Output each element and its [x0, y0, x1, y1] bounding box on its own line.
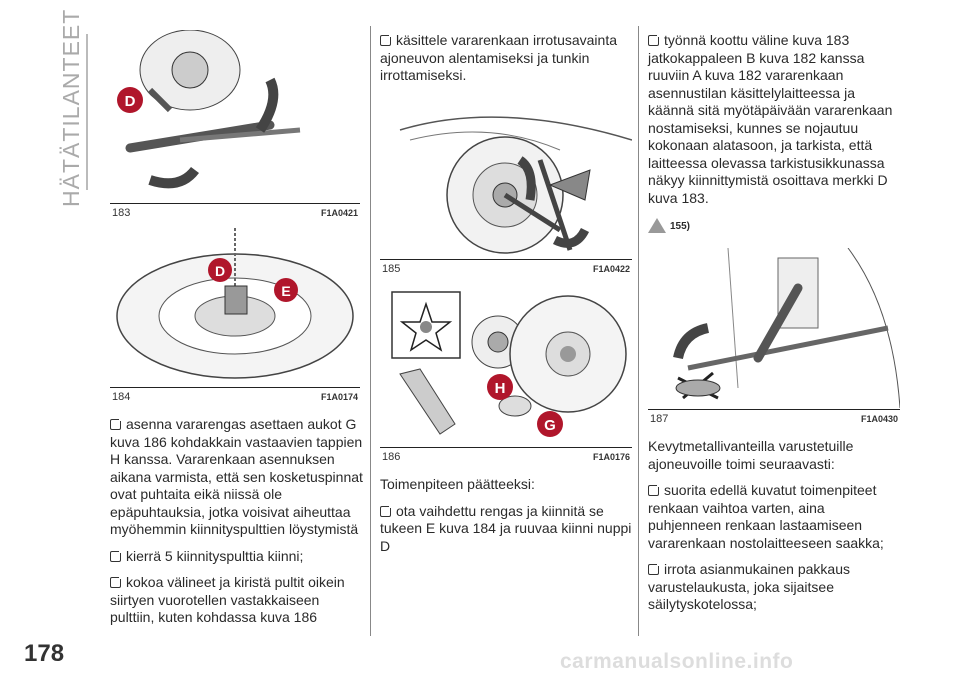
col2-paragraph-2: ota vaihdettu rengas ja kiinnitä se tuke…	[380, 502, 632, 554]
figure-caption: 184 F1A0174	[110, 387, 360, 406]
bullet-icon	[380, 503, 393, 517]
figure-186: H G 186 F1A0176	[380, 284, 632, 466]
figure-184-label-d: D	[215, 263, 225, 279]
col1-paragraph-1: asenna vararengas asettaen aukot G kuva …	[110, 416, 363, 537]
warning-icon	[648, 217, 666, 233]
figure-185: 185 F1A0422	[380, 100, 632, 278]
figure-code: F1A0174	[320, 392, 358, 402]
page-number: 178	[24, 640, 65, 667]
column-3-text-top: työnnä koottu väline kuva 183 jatkokappa…	[648, 32, 900, 245]
figure-184: D E 184 F1A0174	[110, 228, 360, 406]
section-title: HÄTÄTILANTEET	[58, 8, 84, 207]
figure-number: 184	[112, 391, 131, 403]
section-tab: HÄTÄTILANTEET	[56, 8, 86, 220]
figure-caption: 186 F1A0176	[380, 447, 632, 466]
column-divider	[638, 26, 639, 636]
column-1-text: asenna vararengas asettaen aukot G kuva …	[110, 416, 364, 636]
section-rule	[86, 34, 88, 190]
figure-code: F1A0176	[592, 452, 630, 462]
figure-183-illustration: D	[110, 30, 360, 202]
col3-paragraph-1: työnnä koottu väline kuva 183 jatkokappa…	[648, 32, 893, 206]
figure-185-illustration	[399, 116, 632, 254]
figure-183-label-d: D	[125, 93, 136, 110]
figure-187-illustration	[673, 248, 900, 408]
figure-number: 183	[112, 207, 131, 219]
warning-reference: 155)	[670, 221, 691, 232]
figure-number: 187	[650, 413, 669, 425]
figure-code: F1A0421	[320, 208, 358, 218]
figure-caption: 187 F1A0430	[648, 409, 900, 428]
bullet-icon	[648, 562, 661, 575]
figure-code: F1A0430	[860, 414, 898, 424]
figure-183: D 183 F1A0421	[110, 30, 360, 222]
watermark: carmanualsonline.info	[560, 650, 794, 673]
bullet-icon	[648, 33, 661, 46]
col2-heading: Toimenpiteen päätteeksi:	[380, 476, 535, 492]
figure-186-label-h: H	[495, 380, 506, 397]
figure-186-label-g: G	[544, 417, 556, 434]
figure-184-illustration: D E	[116, 228, 354, 379]
col1-paragraph-2: kierrä 5 kiinnityspulttia kiinni;	[126, 547, 304, 564]
figure-number: 185	[382, 263, 401, 275]
column-2-text-bottom: Toimenpiteen päätteeksi: ota vaihdettu r…	[380, 476, 632, 564]
bullet-icon	[110, 548, 123, 562]
figure-186-illustration: H G	[391, 291, 627, 437]
col1-paragraph-3: kokoa välineet ja kiristä pultit oikein …	[110, 574, 345, 625]
figure-caption: 185 F1A0422	[380, 259, 632, 278]
column-2-text-top: käsittele vararenkaan irrotusavainta ajo…	[380, 32, 632, 94]
figure-187: 187 F1A0430	[648, 248, 900, 428]
bullet-icon	[648, 483, 661, 496]
col3-paragraph-3: suorita edellä kuvatut toimenpiteet renk…	[648, 482, 884, 551]
bullet-icon	[380, 33, 393, 46]
column-3-text-bottom: Kevytmetallivanteilla varustetuille ajon…	[648, 438, 900, 623]
bullet-icon	[110, 575, 123, 588]
figure-number: 186	[382, 451, 401, 463]
figure-caption: 183 F1A0421	[110, 203, 360, 222]
column-divider	[370, 26, 371, 636]
figure-184-label-e: E	[281, 283, 290, 299]
col2-paragraph-1: käsittele vararenkaan irrotusavainta ajo…	[380, 32, 618, 83]
col3-paragraph-2: Kevytmetallivanteilla varustetuille ajon…	[648, 438, 854, 472]
bullet-icon	[110, 417, 123, 430]
col3-paragraph-4: irrota asianmukainen pakkaus varustelauk…	[648, 561, 850, 612]
figure-code: F1A0422	[592, 264, 630, 274]
